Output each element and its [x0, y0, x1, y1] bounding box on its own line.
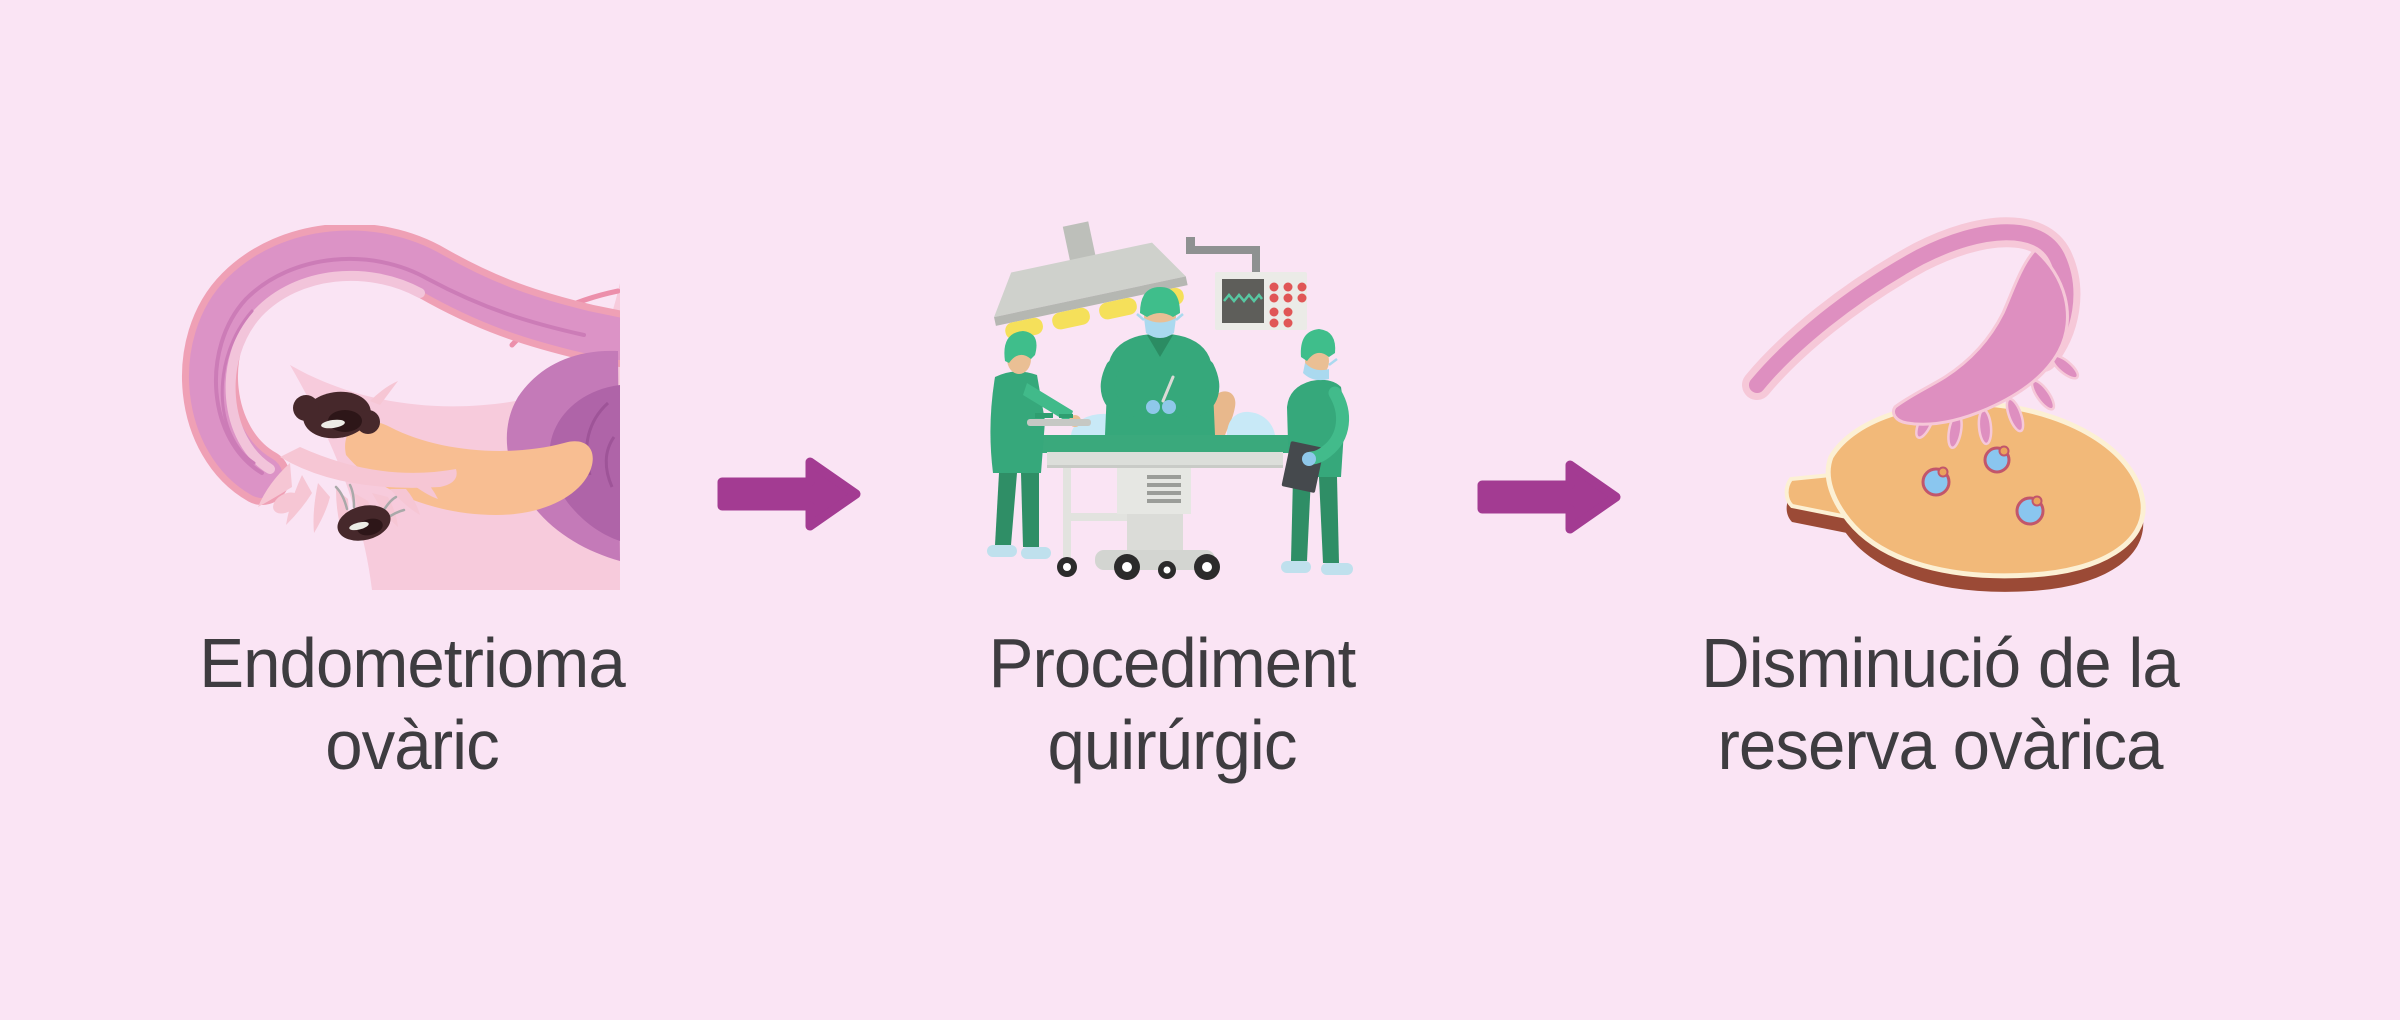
monitor-buttons: [1269, 282, 1307, 328]
vitals-monitor-icon: [1186, 237, 1307, 330]
step-label-line: Endometrioma: [199, 624, 625, 702]
cyst-lower: [334, 483, 406, 541]
operating-table: [1057, 468, 1220, 580]
surgical-cap: [1140, 287, 1180, 317]
follicles: [1921, 445, 2045, 526]
ovarian-endometrioma-illustration: [182, 225, 620, 590]
instrument-tray: [1027, 419, 1091, 426]
table-frame-edge: [1047, 465, 1283, 468]
step-label-line: quirúrgic: [1047, 706, 1297, 784]
surgical-mask: [1303, 363, 1329, 381]
follicle: [2015, 495, 2045, 526]
step-label-line: reserva ovàrica: [1717, 706, 2164, 784]
step-label-endometrioma: Endometrioma ovàric: [76, 622, 748, 786]
surgical-cap: [1300, 329, 1336, 361]
reduced-ovarian-reserve-illustration: [1742, 217, 2146, 592]
cyst-cluster-upper: [293, 391, 380, 439]
step-label-line: Disminució de la: [1701, 624, 2180, 702]
step-label-procediment: Procediment quirúrgic: [836, 622, 1508, 786]
step-label-line: ovàric: [325, 706, 499, 784]
endometrioma-cysts: [293, 391, 406, 541]
table-frame: [1047, 452, 1283, 468]
surgeon-left: [987, 331, 1091, 559]
fimbriae: [258, 381, 457, 537]
ovary: [1784, 400, 2146, 592]
follicle: [1921, 466, 1951, 497]
step-label-disminucio: Disminució de la reserva ovàrica: [1604, 622, 2276, 786]
step-label-line: Procediment: [988, 624, 1357, 702]
fallopian-tube: [182, 225, 620, 505]
follicle: [1983, 445, 2011, 474]
flow-arrow-2 right-arrow-icon: [1477, 460, 1621, 534]
surgical-mask: [1144, 318, 1176, 338]
surgeon-center: [1100, 287, 1220, 435]
surgical-cap: [1004, 331, 1037, 363]
surgeon-right: [1281, 329, 1353, 575]
fimbriae: [1892, 248, 2080, 450]
table-top: [1031, 435, 1291, 453]
flow-arrow-1 right-arrow-icon: [717, 457, 861, 531]
scalpel-icon: [1161, 375, 1175, 403]
surgical-procedure-illustration: [987, 221, 1353, 580]
